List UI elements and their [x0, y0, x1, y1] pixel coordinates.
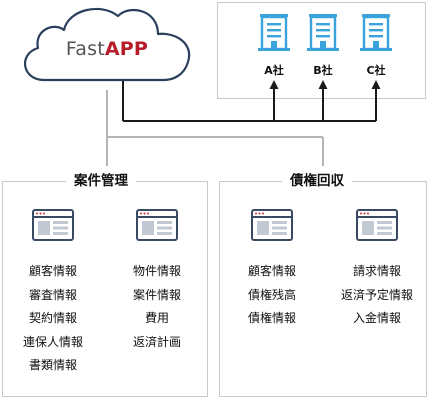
section-connector — [106, 90, 324, 166]
building-icon — [360, 14, 392, 51]
list-item: 債権情報 — [247, 311, 296, 325]
list-item: 審査情報 — [28, 287, 77, 302]
list-item: 契約情報 — [28, 311, 77, 325]
saiken-section-title: 債権回収 — [282, 172, 352, 190]
anken-list-1: 顧客情報 審査情報 契約情報 連保人情報 書類情報 — [13, 260, 93, 378]
list-item: 返済計画 — [132, 334, 181, 349]
company-a-label: A社 — [264, 64, 284, 77]
anken-section-title: 案件管理 — [66, 172, 136, 190]
company-c-label: C社 — [366, 64, 386, 77]
list-item: 返済予定情報 — [340, 287, 413, 302]
brand-app-text: APP — [104, 38, 149, 60]
building-icon — [258, 14, 290, 51]
company-b-label: B社 — [313, 64, 333, 77]
list-item: 案件情報 — [132, 287, 181, 302]
list-item: 顧客情報 — [28, 264, 77, 278]
building-icon — [307, 14, 339, 51]
browser-window-icon — [32, 209, 74, 241]
cloud-icon — [23, 7, 191, 82]
browser-window-icon — [136, 209, 178, 241]
list-item: 費用 — [144, 311, 169, 325]
browser-window-icon — [356, 209, 398, 241]
saiken-list-2: 請求情報 返済予定情報 入金情報 — [332, 260, 422, 331]
anken-list-2: 物件情報 案件情報 費用 返済計画 — [117, 260, 197, 354]
arrowhead — [371, 80, 381, 89]
list-item: 書類情報 — [28, 358, 77, 372]
arrowhead — [318, 80, 328, 89]
list-item: 入金情報 — [352, 311, 401, 325]
list-item: 顧客情報 — [247, 264, 296, 278]
company-arrowheads — [269, 80, 381, 89]
brand-fast-text: Fast — [65, 38, 105, 60]
list-item: 連保人情報 — [22, 334, 83, 349]
browser-window-icon — [251, 209, 293, 241]
company-connector — [122, 78, 377, 122]
cloud-brand: FastAPP — [52, 38, 162, 60]
saiken-list-1: 顧客情報 債権残高 債権情報 — [232, 260, 312, 331]
list-item: 債権残高 — [247, 287, 296, 302]
list-item: 物件情報 — [132, 264, 181, 278]
list-item: 請求情報 — [352, 264, 401, 278]
arrowhead — [269, 80, 279, 89]
